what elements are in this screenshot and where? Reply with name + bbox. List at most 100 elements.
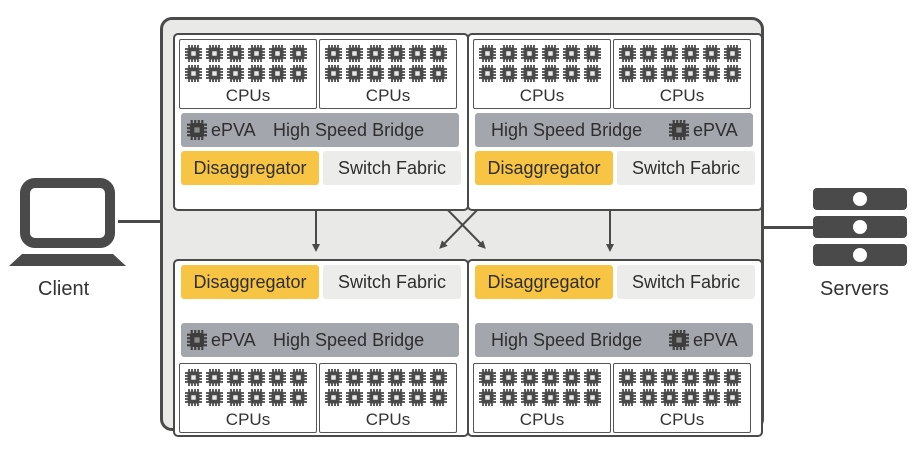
cpu-label: CPUs	[659, 86, 705, 105]
cpu-chip-icon	[206, 45, 223, 62]
cpu-chip-icon	[227, 45, 244, 62]
cpu-chip-icon	[619, 45, 636, 62]
cpu-chip-icon	[542, 389, 559, 406]
cpu-chip-icon	[325, 65, 342, 82]
cpu-chip-icon	[346, 65, 363, 82]
cpu-chip-icon	[227, 65, 244, 82]
cpu-chip-icon	[724, 389, 741, 406]
high-speed-bridge: High Speed Bridge ePVA	[475, 113, 753, 147]
epva-chip-icon	[669, 330, 689, 355]
cpu-block: CPUs	[179, 39, 317, 109]
disaggregator-block: Disaggregator	[475, 265, 613, 299]
cpu-chip-icon	[724, 45, 741, 62]
cpu-chip-icon	[206, 369, 223, 386]
cpu-chip-icon	[724, 369, 741, 386]
cpu-chip-icon	[227, 369, 244, 386]
cpu-chip-icon	[325, 389, 342, 406]
cpu-block: CPUs	[613, 363, 751, 433]
cpu-label: CPUs	[225, 86, 271, 105]
epva-chip-icon	[187, 330, 207, 355]
epva-chip-icon	[187, 120, 207, 145]
cpu-chip-icon	[409, 65, 426, 82]
cpu-chip-icon	[206, 65, 223, 82]
cpu-chip-icon	[479, 389, 496, 406]
cpu-chip-icon	[367, 369, 384, 386]
cpu-chip-icon	[185, 389, 202, 406]
cpu-chip-icon	[703, 389, 720, 406]
disaggregator-block: Disaggregator	[181, 151, 319, 185]
epva-label: ePVA	[693, 120, 738, 140]
cpu-chip-icon	[430, 45, 447, 62]
cpu-chip-icon	[248, 389, 265, 406]
client-label: Client	[38, 278, 90, 300]
epva-label: ePVA	[693, 330, 738, 350]
cpu-chip-icon	[640, 45, 657, 62]
cpu-label: CPUs	[225, 410, 271, 429]
cpu-chip-icon	[584, 369, 601, 386]
cpu-chip-icon	[388, 389, 405, 406]
switch-fabric-block: Switch Fabric	[323, 265, 461, 299]
cpu-chip-icon	[206, 389, 223, 406]
disaggregator-label: Disaggregator	[487, 272, 601, 292]
cpu-chip-icon	[640, 389, 657, 406]
compute-node: CPUs	[467, 259, 763, 437]
cpu-chip-icon	[227, 389, 244, 406]
switch-fabric-label: Switch Fabric	[337, 272, 447, 292]
disaggregator-label: Disaggregator	[487, 158, 601, 178]
cpu-chip-icon	[640, 369, 657, 386]
cpu-chip-icon	[661, 45, 678, 62]
cpu-chip-icon	[563, 45, 580, 62]
cpu-chip-icon	[724, 65, 741, 82]
cpu-chip-icon	[185, 369, 202, 386]
disaggregator-block: Disaggregator	[475, 151, 613, 185]
switch-fabric-label: Switch Fabric	[631, 158, 741, 178]
cpu-chip-icon	[388, 65, 405, 82]
cpu-chip-icon	[542, 65, 559, 82]
bridge-label: High Speed Bridge	[491, 330, 643, 350]
cpu-chip-icon	[409, 45, 426, 62]
epva-chip-icon	[669, 120, 689, 145]
cpu-chip-icon	[388, 45, 405, 62]
cpu-chip-icon	[430, 389, 447, 406]
diagonal-arrow-2	[439, 201, 486, 249]
laptop-icon	[9, 178, 126, 266]
cpu-chip-icon	[367, 45, 384, 62]
cpu-chip-icon	[521, 389, 538, 406]
cpu-chip-icon	[584, 65, 601, 82]
compute-node: CPUs	[467, 33, 763, 211]
high-speed-bridge: High Speed Bridge ePVA	[475, 323, 753, 357]
cpu-chip-icon	[500, 65, 517, 82]
switch-fabric-block: Switch Fabric	[617, 151, 755, 185]
cpu-block: CPUs	[319, 363, 457, 433]
cpu-chip-icon	[290, 369, 307, 386]
cpu-chip-icon	[682, 369, 699, 386]
cpu-chip-icon	[290, 65, 307, 82]
compute-node: CPUs	[173, 33, 469, 211]
cpu-chip-icon	[703, 65, 720, 82]
disaggregator-label: Disaggregator	[193, 158, 307, 178]
cpu-chip-icon	[703, 369, 720, 386]
cpu-chip-icon	[563, 369, 580, 386]
cpu-chip-icon	[619, 65, 636, 82]
cpu-chip-icon	[269, 369, 286, 386]
switch-fabric-label: Switch Fabric	[631, 272, 741, 292]
cpu-chip-icon	[661, 65, 678, 82]
cpu-chip-icon	[269, 389, 286, 406]
cpu-block: CPUs	[473, 363, 611, 433]
epva-label: ePVA	[211, 330, 256, 350]
cpu-chip-icon	[563, 389, 580, 406]
cpu-label: CPUs	[365, 410, 411, 429]
cpu-chip-icon	[661, 389, 678, 406]
cpu-label: CPUs	[365, 86, 411, 105]
switch-fabric-block: Switch Fabric	[617, 265, 755, 299]
switch-fabric-label: Switch Fabric	[337, 158, 447, 178]
disaggregator-label: Disaggregator	[193, 272, 307, 292]
cpu-chip-icon	[367, 65, 384, 82]
cpu-chip-icon	[479, 369, 496, 386]
disaggregator-block: Disaggregator	[181, 265, 319, 299]
cpu-chip-icon	[500, 45, 517, 62]
servers-label: Servers	[820, 278, 889, 300]
server-link-line	[762, 226, 814, 229]
